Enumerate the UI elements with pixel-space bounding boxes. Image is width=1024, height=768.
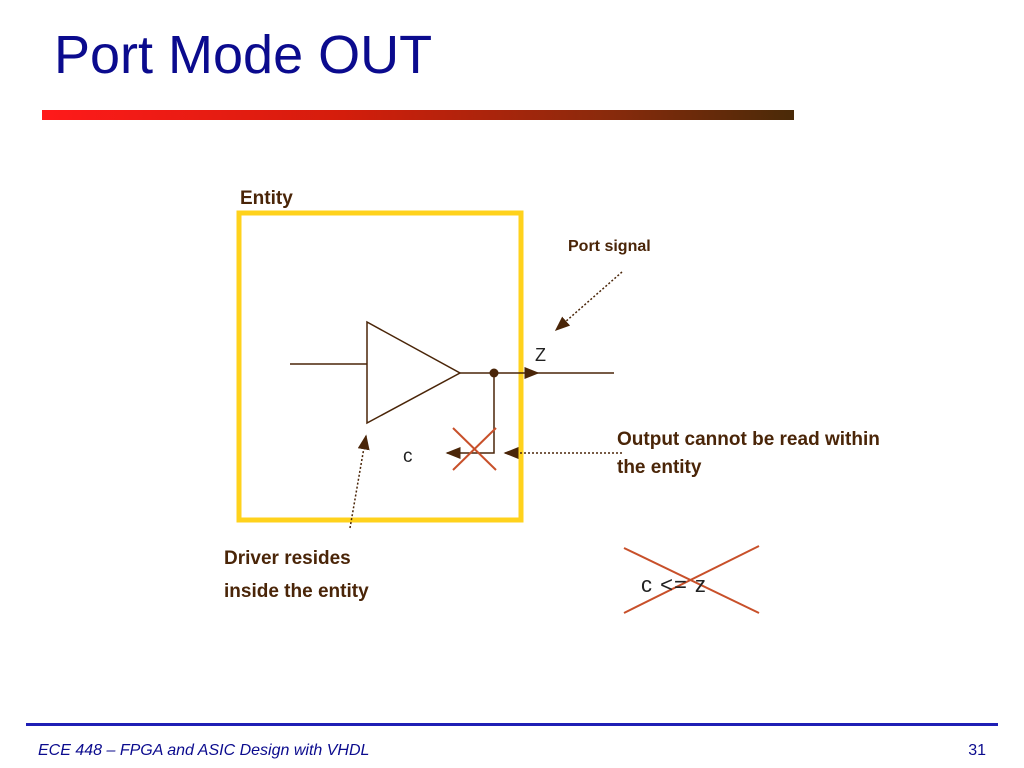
output-note-line2: the entity	[617, 457, 702, 478]
driver-note-line1: Driver resides	[224, 548, 351, 569]
title-underline	[42, 110, 794, 120]
output-note: Output cannot be read within the entity	[617, 426, 880, 482]
port-signal-label: Port signal	[568, 238, 651, 255]
output-note-line1: Output cannot be read within	[617, 429, 880, 450]
code-cross-out-icon	[623, 545, 760, 614]
page-number: 31	[968, 742, 986, 759]
entity-label: Entity	[240, 188, 293, 209]
port-z-label: Z	[535, 345, 546, 365]
buffer-gate-icon	[366, 320, 462, 425]
driver-note-line2: inside the entity	[224, 581, 369, 602]
feedback-wire	[445, 373, 495, 459]
slide-title: Port Mode OUT	[54, 25, 433, 85]
driver-note-pointer	[349, 434, 370, 529]
crossed-out-code: c <= z	[641, 572, 707, 597]
cross-out-icon	[452, 427, 497, 471]
driver-note: Driver resides inside the entity	[224, 542, 369, 608]
port-signal-pointer	[554, 271, 623, 331]
internal-c-label: c	[403, 446, 413, 467]
entity-box	[236, 210, 524, 523]
footer-course-title: ECE 448 – FPGA and ASIC Design with VHDL	[38, 742, 370, 759]
footer-divider	[26, 723, 998, 726]
